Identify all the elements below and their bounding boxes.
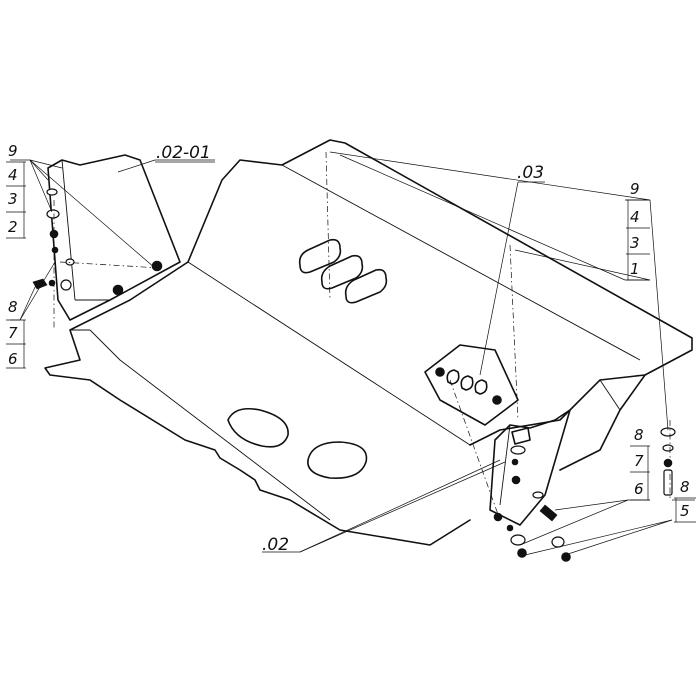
- axis-lines: [53, 151, 671, 521]
- leader-lines: [10, 151, 695, 556]
- callout-label: 8: [634, 426, 644, 444]
- part-label-center-plate: .03: [517, 163, 544, 183]
- part-label-left-bracket: .02-01: [156, 143, 211, 163]
- callout-label: 9: [630, 180, 640, 198]
- callout-label: 2: [8, 218, 18, 236]
- center-plate: [424, 344, 519, 426]
- right-bracket: [489, 409, 571, 526]
- callout-label: 7: [8, 324, 18, 342]
- fasteners-left: [32, 188, 75, 291]
- fasteners-right: [493, 427, 676, 562]
- callout-right-bottom: 8 5: [674, 478, 696, 523]
- callout-label: 4: [8, 166, 18, 184]
- callout-label: 4: [630, 208, 640, 226]
- callout-label: 6: [634, 480, 644, 498]
- callout-label: 5: [680, 502, 690, 520]
- callout-label: 7: [634, 452, 644, 470]
- callout-label: 1: [630, 260, 640, 278]
- main-plate: [44, 139, 693, 546]
- callout-label: 9: [8, 142, 18, 160]
- callout-right-top: 9 4 3 1: [626, 180, 650, 281]
- callout-left-top: 9 4 3 2: [6, 142, 26, 239]
- callout-label: 3: [8, 190, 18, 208]
- callout-label: 8: [8, 298, 18, 316]
- callout-left-mid: 8 7 6: [6, 298, 26, 369]
- callout-label: 6: [8, 350, 18, 368]
- callout-label: 8: [680, 478, 690, 496]
- left-bracket: [47, 154, 181, 321]
- callout-right-mid: 8 7 6: [630, 426, 650, 501]
- callout-label: 3: [630, 234, 640, 252]
- part-label-main-plate: .02: [262, 535, 289, 555]
